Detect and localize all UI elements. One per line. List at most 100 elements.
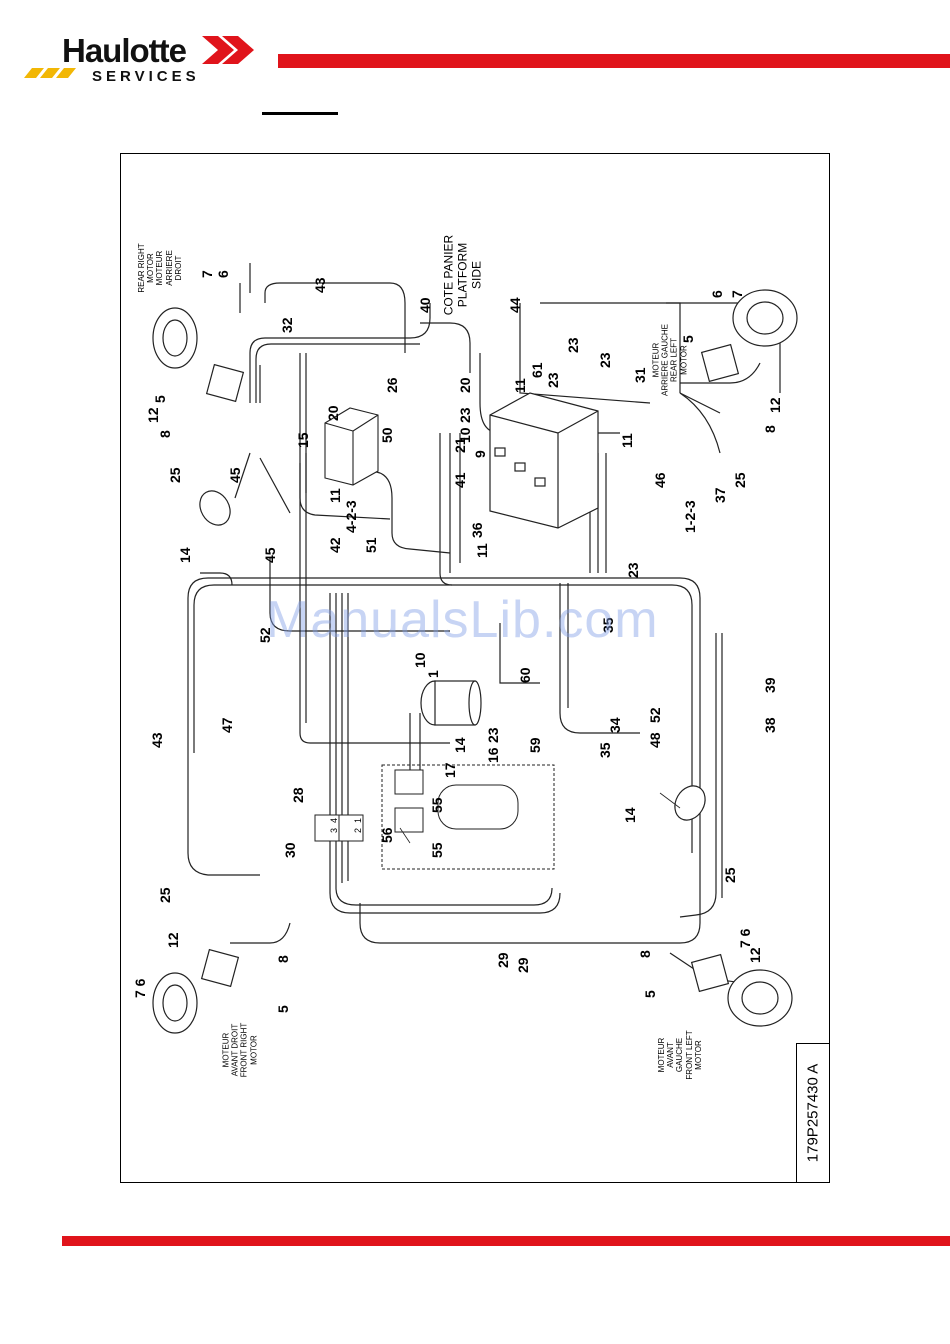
svg-text:6: 6 <box>215 270 231 278</box>
svg-text:38: 38 <box>762 717 778 733</box>
svg-text:42: 42 <box>327 537 343 553</box>
svg-text:55: 55 <box>429 797 445 813</box>
svg-text:29: 29 <box>515 957 531 973</box>
svg-text:10: 10 <box>457 427 473 443</box>
svg-text:56: 56 <box>379 827 395 843</box>
svg-text:31: 31 <box>632 367 648 383</box>
svg-text:12: 12 <box>747 947 763 963</box>
callout-numbers: 7 6 43 32 5 12 8 25 45 14 26 40 44 6 7 5… <box>132 270 783 1013</box>
part-number-box <box>796 1043 830 1183</box>
svg-text:12: 12 <box>145 407 161 423</box>
svg-text:26: 26 <box>384 377 400 393</box>
svg-text:35: 35 <box>597 742 613 758</box>
label-rear-left-motor: MOTEUR ARRIERE GAUCHE REAR LEFT MOTOR <box>651 323 689 397</box>
footer-red-bar <box>62 1236 950 1246</box>
svg-text:40: 40 <box>417 297 433 313</box>
svg-text:61: 61 <box>529 362 545 378</box>
logo-sub-text: SERVICES <box>92 68 200 85</box>
svg-text:5: 5 <box>275 1005 291 1013</box>
svg-text:34: 34 <box>607 717 623 733</box>
svg-text:15: 15 <box>295 432 311 448</box>
svg-text:8: 8 <box>275 955 291 963</box>
svg-text:21: 21 <box>452 437 468 453</box>
svg-text:25: 25 <box>722 867 738 883</box>
svg-text:2: 2 <box>353 828 363 833</box>
svg-text:14: 14 <box>452 737 468 753</box>
svg-text:23: 23 <box>597 352 613 368</box>
svg-text:5: 5 <box>642 990 658 998</box>
svg-text:47: 47 <box>219 717 235 733</box>
svg-text:52: 52 <box>257 627 273 643</box>
svg-text:23: 23 <box>457 407 473 423</box>
svg-text:59: 59 <box>527 737 543 753</box>
part-number: 179P257430 A <box>804 1063 822 1163</box>
svg-text:7: 7 <box>199 270 215 278</box>
svg-text:23: 23 <box>625 562 641 578</box>
label-rear-right-motor: REAR RIGHT MOTOR MOTEUR ARRIERE DROIT <box>137 243 183 293</box>
svg-text:25: 25 <box>167 467 183 483</box>
svg-text:5: 5 <box>152 395 168 403</box>
svg-text:7 6: 7 6 <box>132 978 148 998</box>
header-red-bar <box>278 54 950 68</box>
svg-text:60: 60 <box>517 667 533 683</box>
label-platform-side: COTE PANIER PLATFORM SIDE <box>441 234 483 316</box>
svg-text:12: 12 <box>767 397 783 413</box>
svg-text:45: 45 <box>262 547 278 563</box>
svg-text:55: 55 <box>429 842 445 858</box>
svg-text:43: 43 <box>312 277 328 293</box>
svg-text:14: 14 <box>177 547 193 563</box>
svg-text:4-2-3: 4-2-3 <box>343 500 359 533</box>
svg-text:1-2-3: 1-2-3 <box>682 500 698 533</box>
svg-text:45: 45 <box>227 467 243 483</box>
svg-text:50: 50 <box>379 427 395 443</box>
svg-text:20: 20 <box>457 377 473 393</box>
svg-text:12: 12 <box>165 932 181 948</box>
svg-text:7: 7 <box>729 290 745 298</box>
svg-text:4: 4 <box>329 818 339 823</box>
svg-text:11: 11 <box>327 488 343 503</box>
svg-text:8: 8 <box>762 425 778 433</box>
svg-text:23: 23 <box>565 337 581 353</box>
svg-text:35: 35 <box>600 617 616 633</box>
svg-text:37: 37 <box>712 487 728 503</box>
svg-text:5: 5 <box>680 335 696 343</box>
svg-text:11: 11 <box>619 433 635 448</box>
svg-text:41: 41 <box>452 472 468 488</box>
svg-text:39: 39 <box>762 677 778 693</box>
svg-text:51: 51 <box>363 537 379 553</box>
svg-text:6: 6 <box>709 290 725 298</box>
svg-text:43: 43 <box>149 732 165 748</box>
motor-wheels <box>152 289 798 1034</box>
title-underline <box>262 112 338 115</box>
label-front-left-motor: MOTEUR AVANT GAUCHE FRONT LEFT MOTOR <box>657 1030 703 1080</box>
svg-text:11: 11 <box>512 378 528 393</box>
svg-text:20: 20 <box>325 405 341 421</box>
svg-text:30: 30 <box>282 842 298 858</box>
diagram-frame <box>120 153 830 1183</box>
svg-text:7 6: 7 6 <box>737 928 753 948</box>
svg-text:25: 25 <box>732 472 748 488</box>
svg-text:3: 3 <box>329 828 339 833</box>
svg-text:8: 8 <box>157 430 173 438</box>
svg-text:17: 17 <box>442 762 458 778</box>
logo-stripes-icon <box>24 36 254 78</box>
svg-text:25: 25 <box>157 887 173 903</box>
svg-text:44: 44 <box>507 297 523 313</box>
svg-text:1: 1 <box>425 670 441 678</box>
svg-text:48: 48 <box>647 732 663 748</box>
haulotte-logo: Haulotte SERVICES <box>22 30 262 90</box>
watermark-text: ManualsLib.com <box>266 591 659 649</box>
svg-text:46: 46 <box>652 472 668 488</box>
svg-text:28: 28 <box>290 787 306 803</box>
svg-text:23: 23 <box>485 727 501 743</box>
hydraulic-diagram: 7 6 43 32 5 12 8 25 45 14 26 40 44 6 7 5… <box>132 263 798 1034</box>
svg-text:1: 1 <box>353 818 363 823</box>
svg-text:52: 52 <box>647 707 663 723</box>
svg-text:8: 8 <box>637 950 653 958</box>
svg-text:14: 14 <box>622 807 638 823</box>
svg-text:23: 23 <box>545 372 561 388</box>
svg-text:11: 11 <box>474 543 490 558</box>
logo-brand-text: Haulotte <box>62 32 187 69</box>
svg-text:10: 10 <box>412 652 428 668</box>
label-front-right-motor: MOTEUR AVANT DROIT FRONT RIGHT MOTOR <box>221 1022 259 1078</box>
